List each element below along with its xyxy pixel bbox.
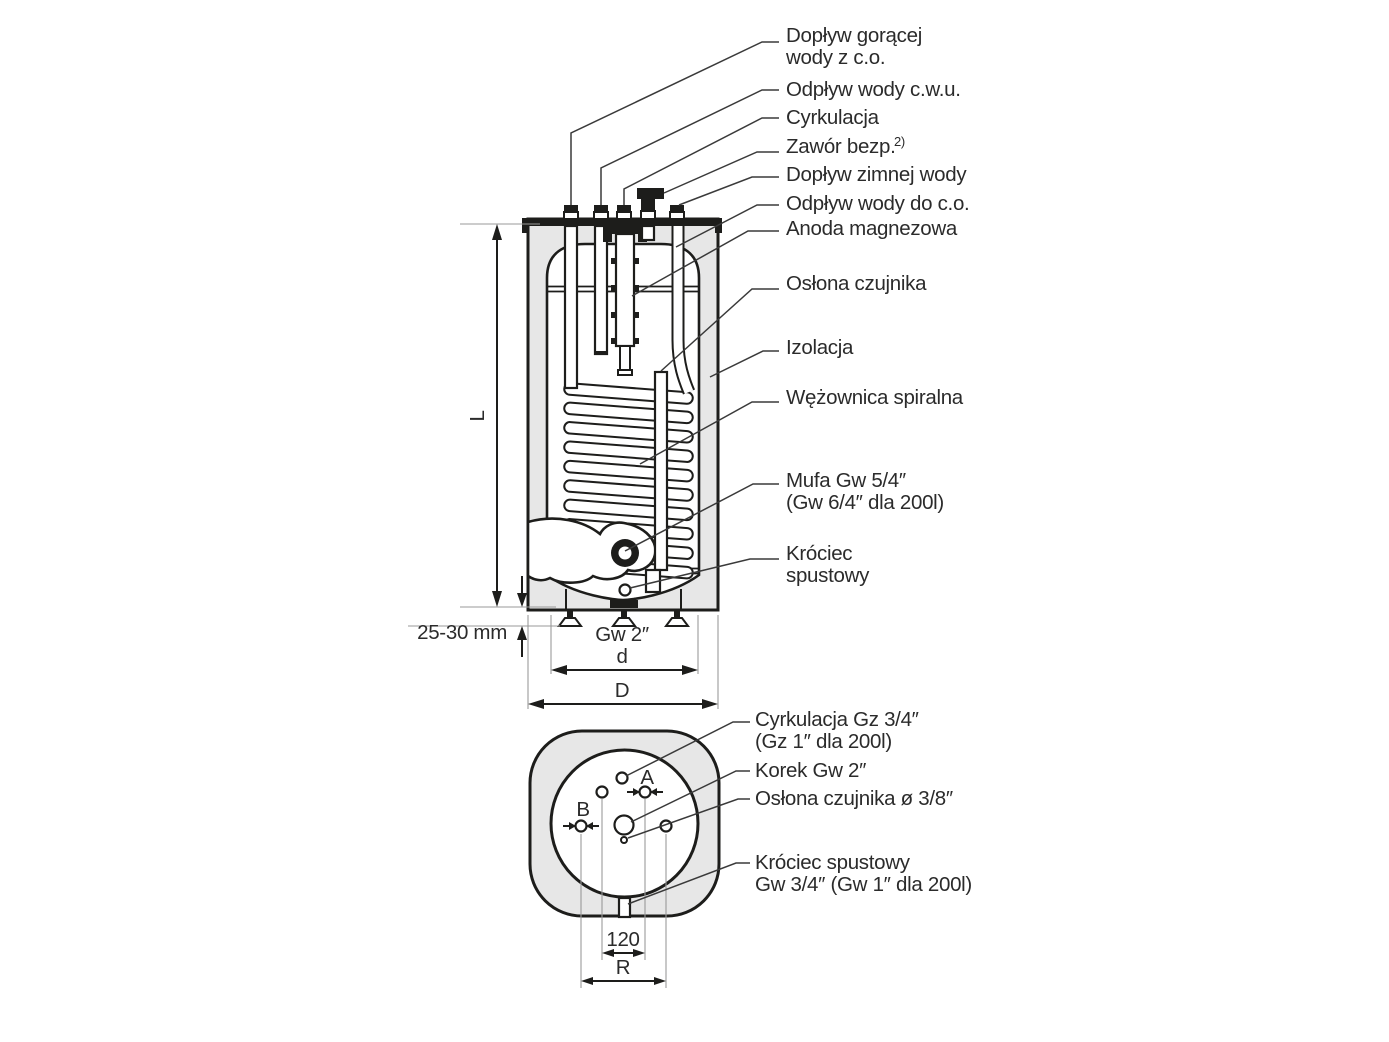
bottom-view-leaders bbox=[625, 721, 750, 905]
label-drain-stub-2: spustowy bbox=[786, 564, 870, 587]
sensor-rod-cap bbox=[617, 369, 633, 376]
dim-d-label: d bbox=[616, 645, 627, 668]
drain-slot bbox=[617, 896, 632, 919]
top-plate-lip-right bbox=[715, 226, 722, 233]
anode-assembly bbox=[603, 226, 647, 376]
label-cold-water-inlet: Dopływ zimnej wody bbox=[786, 163, 967, 186]
side-view-dimensions: L 25-30 mm Gw 2″ d D bbox=[408, 223, 719, 709]
label-drain-stub-1: Króciec bbox=[786, 542, 852, 565]
top-plate-lip-left bbox=[522, 226, 529, 233]
dim-R-label: R bbox=[616, 956, 631, 979]
cw-outlet-pipe bbox=[593, 224, 609, 356]
label-bv-sensor-sheath: Osłona czujnika ø 3/8″ bbox=[755, 787, 953, 810]
label-magnesium-anode: Anoda magnezowa bbox=[786, 217, 958, 240]
dim-D-label: D bbox=[615, 679, 630, 702]
label-bv-circulation-2: (Gz 1″ dla 200l) bbox=[755, 730, 892, 753]
sensor-pocket-tube bbox=[653, 370, 669, 572]
sensor-rod bbox=[619, 345, 631, 373]
label-spiral-coil: Wężownica spiralna bbox=[786, 386, 964, 409]
safety-valve bbox=[637, 188, 664, 212]
valve-stub bbox=[640, 210, 656, 220]
hole-sensor bbox=[620, 836, 628, 844]
label-bv-plug: Korek Gw 2″ bbox=[755, 759, 866, 782]
hole-plug-korek bbox=[613, 814, 635, 836]
side-view-labels: Dopływ gorącej wody z c.o. Odpływ wody c… bbox=[785, 24, 970, 587]
anode-tick-marks bbox=[611, 258, 639, 344]
bottom-view-labels: Cyrkulacja Gz 3/4″ (Gz 1″ dla 200l) Kore… bbox=[755, 708, 972, 896]
anode-tube bbox=[614, 232, 636, 348]
marker-a-label: A bbox=[640, 766, 654, 789]
label-hot-water-inlet-1: Dopływ gorącej bbox=[786, 24, 922, 47]
tank-side-view bbox=[522, 188, 722, 627]
label-sensor-sheath: Osłona czujnika bbox=[786, 272, 927, 295]
pipe-end-cap bbox=[594, 351, 608, 354]
co-return-stub bbox=[640, 224, 656, 242]
label-bv-circulation-1: Cyrkulacja Gz 3/4″ bbox=[755, 708, 919, 731]
label-safety-valve: Zawór bezp. bbox=[786, 135, 896, 158]
hole-b bbox=[574, 819, 588, 833]
label-safety-valve-footnote: 2) bbox=[894, 134, 905, 149]
label-insulation: Izolacja bbox=[786, 336, 854, 359]
label-mufa-1: Mufa Gw 5/4″ bbox=[786, 469, 906, 492]
dim-120-label: 120 bbox=[606, 928, 639, 951]
label-circulation: Cyrkulacja bbox=[786, 106, 880, 129]
label-bv-drain-2: Gw 3/4″ (Gw 1″ dla 200l) bbox=[755, 873, 972, 896]
marker-b-label: B bbox=[576, 798, 589, 821]
hole-upper-left bbox=[595, 785, 609, 799]
label-co-return: Odpływ wody do c.o. bbox=[786, 192, 969, 215]
dim-plug-label: Gw 2″ bbox=[595, 623, 649, 646]
top-connections bbox=[563, 188, 685, 220]
marker-b: B bbox=[563, 798, 599, 830]
bottom-plug-gw2 bbox=[610, 600, 638, 608]
dim-foot-gap-label: 25-30 mm bbox=[417, 621, 507, 644]
adjustable-feet bbox=[557, 610, 690, 627]
anode-flange bbox=[603, 226, 647, 234]
hole-circulation bbox=[615, 771, 629, 785]
side-view-leaders bbox=[570, 41, 779, 589]
label-bv-drain-1: Króciec spustowy bbox=[755, 851, 911, 874]
marker-a: A bbox=[627, 766, 663, 796]
label-mufa-2: (Gw 6/4″ dla 200l) bbox=[786, 491, 944, 514]
dim-L-label: L bbox=[466, 410, 489, 421]
tank-bottom-view: A B 120 R bbox=[528, 729, 721, 988]
top-plate bbox=[522, 218, 722, 226]
flange-bolt-left bbox=[603, 234, 612, 242]
label-dhw-outlet: Odpływ wody c.w.u. bbox=[786, 78, 961, 101]
return-pipe bbox=[673, 226, 694, 394]
drain-stub-circle bbox=[618, 583, 632, 597]
label-hot-water-inlet-2: wody z c.o. bbox=[785, 46, 885, 69]
hot-water-inlet-pipe bbox=[563, 224, 579, 390]
